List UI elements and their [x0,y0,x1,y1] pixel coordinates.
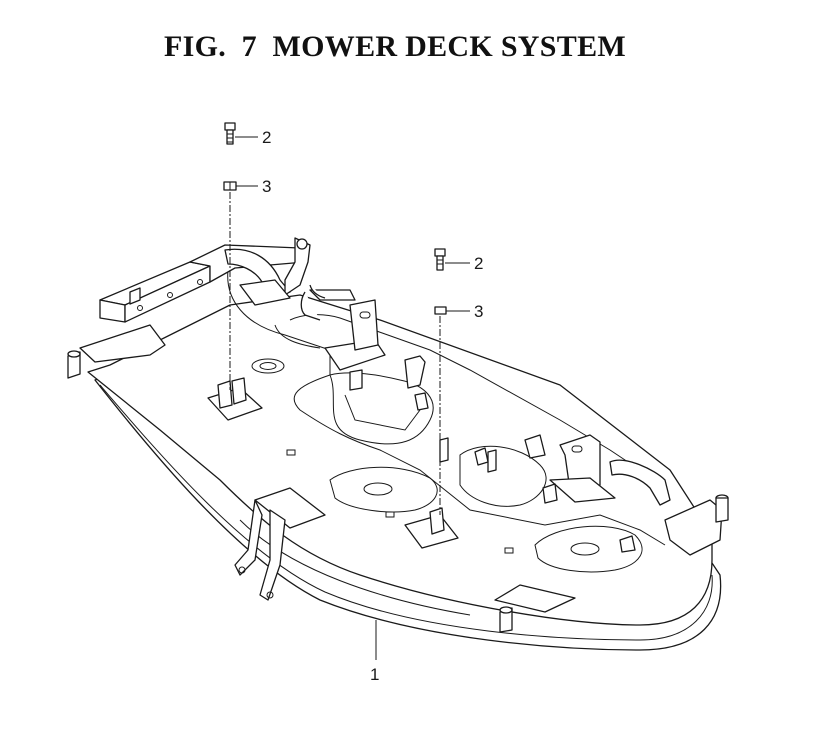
front-gauge-bracket [234,487,326,601]
right-hanger-bracket [664,494,729,556]
left-hanger-bracket [67,237,311,379]
deck-mount-blocks [207,377,636,633]
nut-left [223,181,237,191]
deck-callout: 1 [370,665,379,684]
figure-title: FIG. 7 MOWER DECK SYSTEM [163,30,626,63]
bolt-left-callout: 2 [262,128,271,147]
spindle-openings [251,358,643,573]
deck-slots [286,449,514,554]
deck-shell [87,269,722,651]
rear-hanger-tabs [300,284,671,506]
bolt-right [434,248,446,271]
nut-right-callout: 3 [474,302,483,321]
bolt-left [224,122,236,145]
nut-right [434,306,447,315]
bolt-right-callout: 2 [474,254,483,273]
nut-left-callout: 3 [262,177,271,196]
